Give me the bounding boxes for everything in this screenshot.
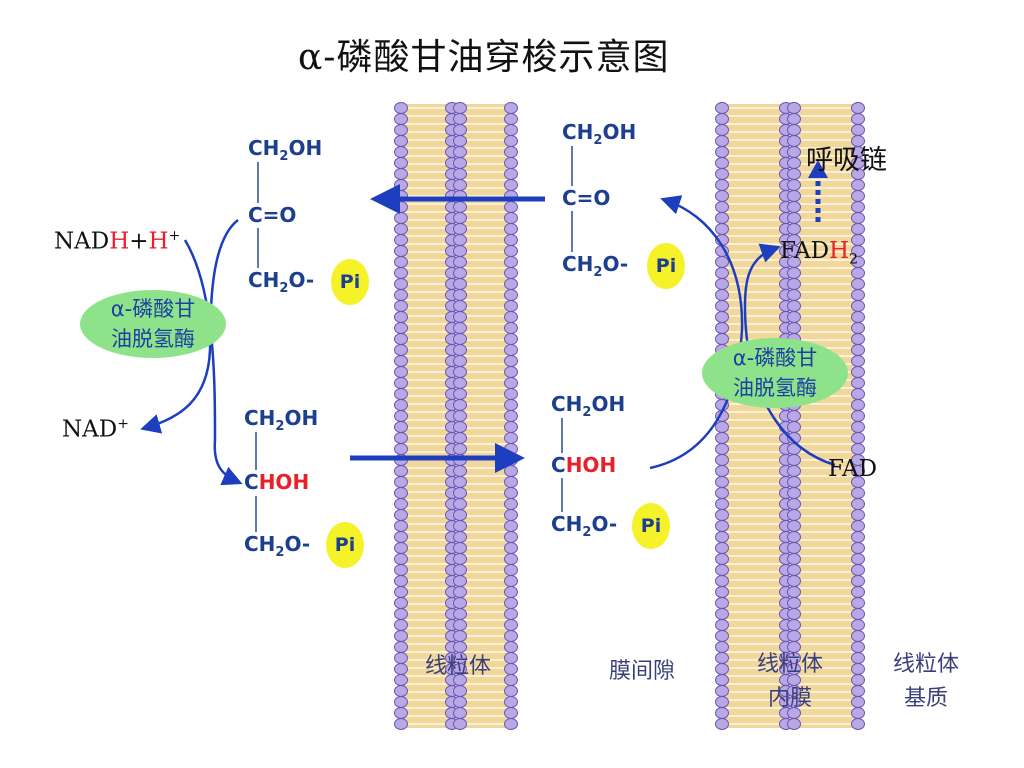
cofactor-fad: FAD [828, 456, 878, 482]
g3p-left-ch2oh: CH2OH [244, 406, 319, 434]
arrow-nadh-to-g3p [183, 239, 243, 486]
membranes [394, 102, 865, 730]
enzyme-mitochondrial-gpdh: α-磷酸甘油脱氢酶 [702, 338, 848, 408]
pi-badge-g3p-right: Pi [632, 503, 670, 549]
g3p-left-choh: CHOH [244, 470, 310, 494]
label-matrix: 线粒体基质 [892, 652, 959, 711]
enzyme-left-line1: α-磷酸甘 [110, 297, 196, 321]
enzyme-right-line2: 油脱氢酶 [732, 376, 817, 400]
cofactor-nadh: NADH+H+ [54, 228, 181, 255]
cofactor-nad: NAD+ [62, 416, 129, 443]
g3p-right-ch2oh: CH2OH [551, 392, 626, 420]
g3p-right-choh: CHOH [551, 453, 617, 477]
page-title: α-磷酸甘油穿梭示意图 [298, 37, 670, 78]
g3p-right-ch2o: CH2O- [551, 512, 618, 540]
g3p-left-ch2o: CH2O- [244, 532, 311, 560]
respiratory-chain-label: 呼吸链 [806, 145, 887, 176]
dhap-left-carbonyl: C=O [248, 203, 297, 227]
pi-badge-dhap-right: Pi [647, 243, 685, 289]
inner-membrane-bilayer [715, 102, 865, 730]
dhap-left-ch2oh: CH2OH [248, 136, 323, 164]
dhap-right-ch2oh: CH2OH [562, 120, 637, 148]
outer-membrane-bilayer [394, 102, 518, 730]
arrow-dhap-to-nad [140, 219, 239, 434]
cofactor-fadh2: FADH2 [780, 238, 858, 268]
label-inner-membrane: 线粒体内膜 [756, 652, 823, 711]
arrow-g3p-to-dhap [649, 195, 744, 470]
enzyme-right-line1: α-磷酸甘 [732, 346, 818, 370]
dhap-left-ch2o: CH2O- [248, 268, 315, 296]
pi-badge-dhap-left: Pi [331, 259, 369, 305]
dhap-right-ch2o: CH2O- [562, 252, 629, 280]
label-intermembrane-space: 膜间隙 [608, 659, 675, 684]
enzyme-cytosolic-gpdh: α-磷酸甘油脱氢酶 [80, 290, 226, 358]
arrow-fad-to-fadh2 [743, 243, 836, 467]
dhap-right-carbonyl: C=O [562, 186, 611, 210]
arrow-to-respiratory-chain-head [808, 160, 828, 178]
enzyme-left-line2: 油脱氢酶 [110, 327, 195, 351]
pi-badge-g3p-left: Pi [326, 522, 364, 568]
label-outer-membrane: 线粒体 [424, 654, 491, 679]
